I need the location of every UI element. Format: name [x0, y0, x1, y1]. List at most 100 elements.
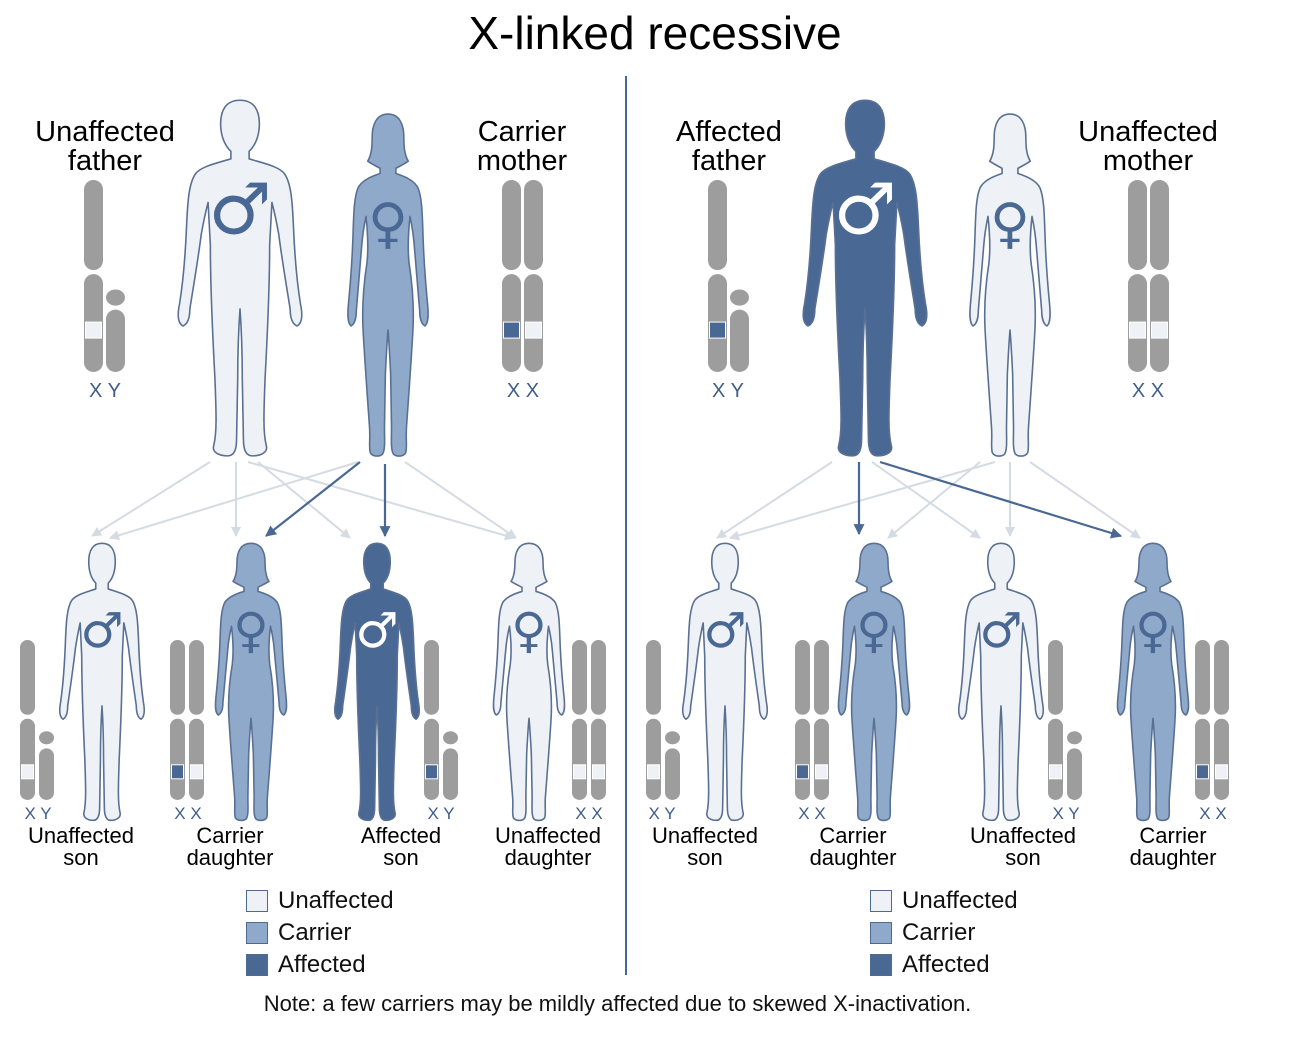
panel2-father-chromosome-labels: X Y [712, 380, 744, 402]
legend-label: Affected [902, 951, 990, 978]
panel2-child4-chromosomes-x-lower [1195, 718, 1210, 800]
panel1-father-figure [178, 100, 302, 456]
panel1-child4-chromosome-labels: X X [575, 804, 603, 823]
panel1-child1-figure-sex-symbol: ♂ [80, 603, 123, 659]
panel1-child4-chromosomes-x-upper [591, 640, 606, 715]
panel2-child4-chromosomes-band [1215, 764, 1228, 780]
panel2-child3-chromosomes-band [1049, 764, 1062, 780]
panel1-inheritance-arrow-dark [265, 461, 361, 537]
panel2-child4-chromosomes [1195, 640, 1229, 800]
panel1-mother-chromosomes-band [525, 321, 542, 339]
panel2-child2-chromosomes-x-lower [795, 718, 810, 800]
panel1-child2-chromosomes-x-lower [189, 718, 204, 800]
panel1-child1-figure-body [60, 543, 145, 820]
panel2-child4-chromosomes-x-upper [1214, 640, 1229, 715]
panel2-child1-figure-body [683, 543, 768, 820]
legend-label: Unaffected [902, 887, 1018, 914]
panel2-inheritance-arrow-dark [879, 460, 1123, 539]
panel2-mother-chromosomes-x-upper [1150, 180, 1169, 271]
panel1-child1-chromosomes-y-lower [39, 748, 54, 800]
panel2-father-figure [803, 100, 927, 456]
panel1-child2-chromosome-labels: X X [174, 804, 202, 823]
panel1-child1-figure [60, 543, 145, 820]
panel2-child3-chromosomes [1048, 640, 1082, 800]
panel2-child3-figure [959, 543, 1044, 820]
panel1-child4-chromosomes-x-lower [591, 718, 606, 800]
panel2-child1-chromosomes [646, 640, 680, 800]
legend-swatch [246, 954, 268, 976]
panel1-inheritance-arrow-light [91, 461, 211, 537]
panel2-child1-chromosomes-x-upper [646, 640, 661, 715]
panel1-child1-chromosomes-band [21, 764, 34, 780]
panel1-child4-figure-sex-symbol: ♀ [511, 603, 546, 659]
panel1-child1-chromosomes-y-upper [39, 731, 54, 745]
panel1-child4-chromosomes [572, 640, 606, 800]
panel1-father-chromosomes-y-upper [106, 289, 125, 306]
panel1-father-chromosomes-y-lower [106, 309, 125, 372]
panel1-child3-chromosomes-y-lower [443, 748, 458, 800]
panel1-mother-chromosomes-band [503, 321, 520, 339]
panel1-child1-chromosomes-x-upper [20, 640, 35, 715]
panel1-child4-chromosomes-band [592, 764, 605, 780]
panel2-child1-figure [683, 543, 768, 820]
panel2-child2-chromosomes-band [815, 764, 828, 780]
panel2-child1-figure-sex-symbol: ♂ [703, 603, 746, 659]
panel2-mother-figure [970, 114, 1050, 456]
legend-swatch [246, 890, 268, 912]
panel2-child4-chromosome-labels: X X [1199, 804, 1227, 823]
panel2-mother-chromosomes-band [1129, 321, 1146, 339]
panel2-child3-chromosomes-y-upper [1067, 731, 1082, 745]
panel1-father-figure-sex-symbol: ♂ [208, 168, 271, 251]
panel2-child3-figure-sex-symbol: ♂ [979, 603, 1022, 659]
panel2-child2-figure-body [838, 543, 909, 820]
panel2-child2-chromosomes-band [796, 764, 809, 780]
panel2-inheritance-arrow-light [871, 461, 981, 539]
panel2-child4-figure [1117, 543, 1188, 820]
panel1-child2-figure-body [215, 543, 286, 820]
panel2-inheritance-arrow-light [716, 461, 833, 539]
panel1-child4-figure-body [493, 543, 564, 820]
panel2-father-chromosomes-y-lower [730, 309, 749, 372]
panel1-child3-chromosome-labels: X Y [427, 804, 455, 823]
panel2-mother-chromosomes-band [1151, 321, 1168, 339]
panel2-child4-figure-body [1117, 543, 1188, 820]
panel1-father-chromosomes-x-upper [84, 180, 103, 271]
panel2-mother-figure-sex-symbol: ♀ [990, 191, 1030, 255]
panel2-child2-chromosomes-x-upper [814, 640, 829, 715]
panel1-child3-figure [335, 543, 420, 820]
panel2-father-figure-body [803, 100, 927, 456]
panel2-inheritance-arrow-light [887, 461, 981, 539]
panel1-father-chromosomes [84, 180, 125, 372]
legend-swatch [870, 954, 892, 976]
panel2-child1-chromosomes-band [647, 764, 660, 780]
panel2-child3-chromosomes-x-lower [1048, 718, 1063, 800]
panel1-child3-chromosomes-y-upper [443, 731, 458, 745]
panel1-mother-figure-body [348, 114, 428, 456]
panel2-mother-figure-body [970, 114, 1050, 456]
panel1-mother-chromosomes [502, 180, 543, 372]
panel2-father-chromosomes-x-upper [708, 180, 727, 271]
panel2-child2-figure [838, 543, 909, 820]
panel1-child1-chromosomes [20, 640, 54, 800]
panel2-child1-chromosomes-y-upper [665, 731, 680, 745]
panel1-child2-chromosomes-x-upper [170, 640, 185, 715]
panel2-child2-chromosomes-x-lower [814, 718, 829, 800]
legend-label: Carrier [902, 919, 976, 946]
footnote: Note: a few carriers may be mildly affec… [263, 991, 972, 1016]
panel1-child2-chromosomes-band [190, 764, 203, 780]
panel2-mother-chromosomes [1128, 180, 1169, 372]
panel1-father-chromosome-labels: X Y [89, 380, 121, 402]
panel1-child3-chromosomes-band [425, 764, 438, 780]
panel1-mother-figure [348, 114, 428, 456]
panel2-inheritance-arrow-light [729, 461, 996, 541]
